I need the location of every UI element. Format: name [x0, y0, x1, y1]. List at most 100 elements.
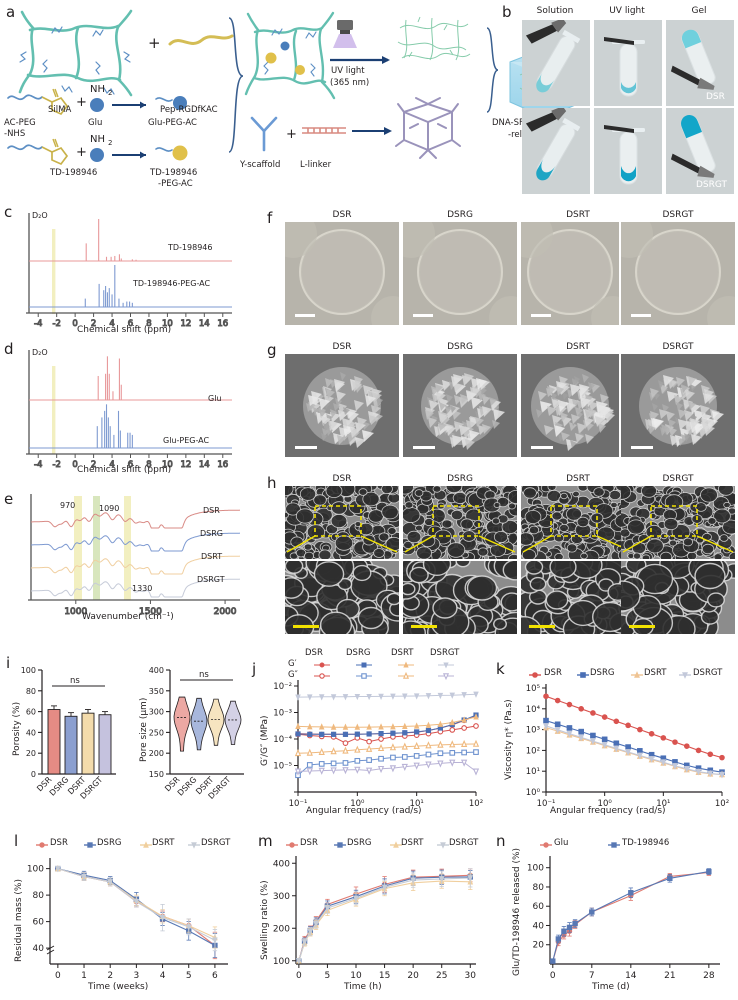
- panel-e-series-0-label: DSR: [203, 506, 220, 515]
- panel-f-col-title-2: DSRT: [566, 210, 590, 220]
- svg-text:16: 16: [217, 319, 228, 329]
- panel-l-letter: l: [14, 832, 19, 850]
- panel-g-image-0: [285, 354, 399, 457]
- svg-text:2: 2: [107, 971, 113, 981]
- panel-g-col-title-1: DSRG: [447, 342, 473, 352]
- panel-b-image-uv-dsr: [594, 20, 662, 106]
- svg-text:DSRG: DSRG: [48, 775, 71, 798]
- panel-i-letter: i: [6, 654, 11, 672]
- svg-text:20: 20: [26, 749, 36, 758]
- svg-text:-2: -2: [52, 460, 60, 470]
- svg-text:10²: 10²: [469, 799, 483, 809]
- panel-l-legend-3: DSRGT: [201, 838, 231, 848]
- svg-text:21: 21: [664, 971, 675, 981]
- svg-text:3: 3: [134, 971, 140, 981]
- panel-l-yaxis-title: Residual mass (%): [14, 879, 24, 962]
- panel-m-legend-0: DSR: [300, 838, 318, 848]
- svg-text:80: 80: [33, 891, 45, 901]
- panel-l-legend-1: DSRG: [97, 838, 122, 848]
- svg-text:10⁰: 10⁰: [526, 788, 541, 798]
- panel-g: g DSR DSRG DSRT DSRGT: [265, 337, 738, 470]
- panel-k-xaxis-title: Angular frequency (rad/s): [550, 806, 666, 816]
- panel-j-legend-col-3: DSRGT: [430, 648, 460, 658]
- panel-g-col-title-0: DSR: [332, 342, 352, 352]
- panel-k-letter: k: [496, 660, 505, 678]
- svg-text:0: 0: [31, 770, 36, 779]
- panel-m-yaxis-title: Swelling ratio (%): [260, 880, 270, 960]
- panel-m-legend-1: DSRG: [347, 838, 372, 848]
- panel-h-image-bottom-1: [403, 561, 517, 634]
- panel-g-col-title-3: DSRGT: [662, 342, 694, 352]
- label-pep-rgdfkac: Pep-RGDfKAC: [160, 105, 218, 115]
- panel-e-letter: e: [4, 490, 14, 508]
- svg-text:NH: NH: [90, 84, 105, 95]
- svg-text:10²: 10²: [526, 746, 540, 756]
- svg-text:0: 0: [72, 319, 77, 329]
- label-td-198946: TD-198946: [50, 168, 98, 178]
- svg-text:6: 6: [128, 460, 133, 470]
- panel-f: f DSR DSRG DSRT DSRGT: [265, 205, 738, 333]
- label-uv-light: UV light: [331, 66, 365, 76]
- panel-h: h DSR DSRG DSRT DSRGT: [265, 472, 738, 642]
- panel-f-letter: f: [267, 209, 273, 227]
- panel-i-violin-yaxis-title: Pore size (μm): [139, 697, 149, 762]
- panel-c-letter: c: [4, 203, 13, 221]
- panel-g-col-title-2: DSRT: [566, 342, 590, 352]
- svg-text:15: 15: [379, 971, 390, 981]
- label-l-linker: L-linker: [300, 160, 332, 170]
- panel-e-series-1-label: DSRG: [200, 529, 223, 538]
- panel-f-col-title-0: DSR: [332, 210, 352, 220]
- panel-c-series-1-label: TD-198946-PEG-AC: [133, 279, 211, 288]
- panel-h-image-top-3: [621, 486, 735, 559]
- svg-text:2: 2: [91, 460, 96, 470]
- svg-text:40: 40: [26, 728, 36, 737]
- panel-j-letter: j: [252, 660, 257, 678]
- svg-text:100: 100: [527, 864, 544, 874]
- panel-i-violin-significance: ns: [199, 670, 209, 680]
- svg-text:1500: 1500: [139, 607, 162, 617]
- panel-k-yaxis-title: Viscosity η* (Pa.s): [504, 699, 514, 780]
- panel-f-col-title-3: DSRGT: [662, 210, 694, 220]
- svg-text:10⁰: 10⁰: [598, 799, 613, 809]
- panel-m-legend-3: DSRGT: [449, 838, 479, 848]
- svg-text:10⁻¹: 10⁻¹: [537, 799, 556, 809]
- svg-text:2: 2: [108, 139, 112, 147]
- svg-text:20: 20: [533, 941, 545, 951]
- label-glu: Glu: [88, 118, 103, 128]
- panel-d-series-0-label: Glu: [208, 394, 222, 403]
- svg-text:100: 100: [27, 865, 44, 875]
- panel-f-image-1: [403, 222, 517, 325]
- panel-a-letter: a: [6, 3, 16, 21]
- svg-text:10⁰: 10⁰: [350, 799, 365, 809]
- panel-b-letter: b: [502, 3, 512, 21]
- panel-k-legend-0: DSR: [544, 668, 562, 678]
- label-td-peg-ac-2: -PEG-AC: [158, 179, 193, 189]
- panel-m-legend-2: DSRT: [401, 838, 424, 848]
- panel-l-legend-0: DSR: [50, 838, 68, 848]
- panel-k-legend-3: DSRGT: [693, 668, 723, 678]
- panel-e-annot-970: 970: [60, 501, 76, 510]
- panel-d-series-1-label: Glu-PEG-AC: [163, 436, 210, 445]
- svg-text:+: +: [286, 127, 297, 142]
- panel-n-legend-0: Glu: [554, 838, 569, 848]
- panel-a: a +: [0, 0, 500, 200]
- panel-b-image-gel-dsrgt: [666, 108, 734, 194]
- panel-d-solvent-label: D₂O: [32, 348, 48, 357]
- panel-j-xaxis-title: Angular frequency (rad/s): [306, 806, 422, 816]
- svg-text:+: +: [148, 34, 161, 52]
- svg-text:10⁻³: 10⁻³: [273, 709, 292, 719]
- panel-b-row-label-dsrgt: DSRGT: [696, 180, 728, 190]
- panel-n-yaxis-title: Glu/TD-198946 released (%): [512, 847, 522, 976]
- svg-text:10: 10: [162, 319, 173, 329]
- panel-j-legend-group-1: G″: [288, 670, 298, 680]
- panel-h-image-bottom-0: [285, 561, 399, 634]
- label-ac-peg-nhs-2: -NHS: [4, 129, 26, 139]
